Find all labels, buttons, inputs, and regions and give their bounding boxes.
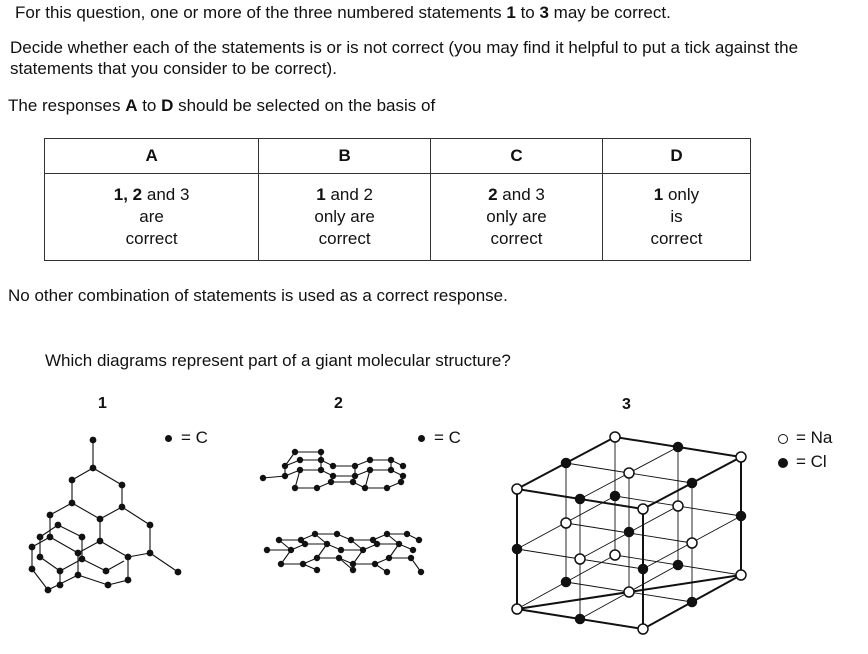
response-header-d: D xyxy=(601,138,752,174)
carbon-atom-icon xyxy=(165,435,172,443)
response-cell-a: 1, 2 and 3 are correct xyxy=(43,173,260,261)
diagram-1-diamond-structure xyxy=(28,436,182,594)
diagram-label-3: 3 xyxy=(622,396,631,413)
response-body-row: 1, 2 and 3 are correct 1 and 2 only are … xyxy=(43,173,752,261)
response-note: No other combination of statements is us… xyxy=(8,286,508,305)
carbon-atom-icon xyxy=(418,435,425,443)
response-table: A B C D 1, 2 and 3 are correct 1 and 2 o… xyxy=(43,138,752,261)
response-header-b: B xyxy=(258,138,432,174)
response-header-row: A B C D xyxy=(43,138,752,174)
legend-diagram-3-cl: = Cl xyxy=(778,452,827,472)
response-header-a: A xyxy=(43,138,260,174)
diagram-2-graphite-layers xyxy=(259,448,425,576)
legend-diagram-3-na: = Na xyxy=(778,428,832,448)
response-header-c: C xyxy=(430,138,603,174)
chloride-ion-icon xyxy=(778,457,788,468)
response-cell-d: 1 only is correct xyxy=(601,173,752,261)
legend-diagram-2: = C xyxy=(418,428,461,448)
diagram-label-1: 1 xyxy=(98,395,107,412)
instruction-line-3: The responses A to D should be selected … xyxy=(8,96,436,115)
response-cell-c: 2 and 3 only are correct xyxy=(430,173,603,261)
legend-diagram-1: = C xyxy=(165,428,208,448)
diagram-label-2: 2 xyxy=(334,395,343,412)
sodium-ion-icon xyxy=(778,433,788,444)
instruction-line-2: Decide whether each of the statements is… xyxy=(10,38,799,78)
diagram-3-sodium-chloride-lattice xyxy=(511,431,747,635)
question-text: Which diagrams represent part of a giant… xyxy=(45,351,511,370)
instruction-line-1: For this question, one or more of the th… xyxy=(15,3,671,22)
response-cell-b: 1 and 2 only are correct xyxy=(258,173,432,261)
